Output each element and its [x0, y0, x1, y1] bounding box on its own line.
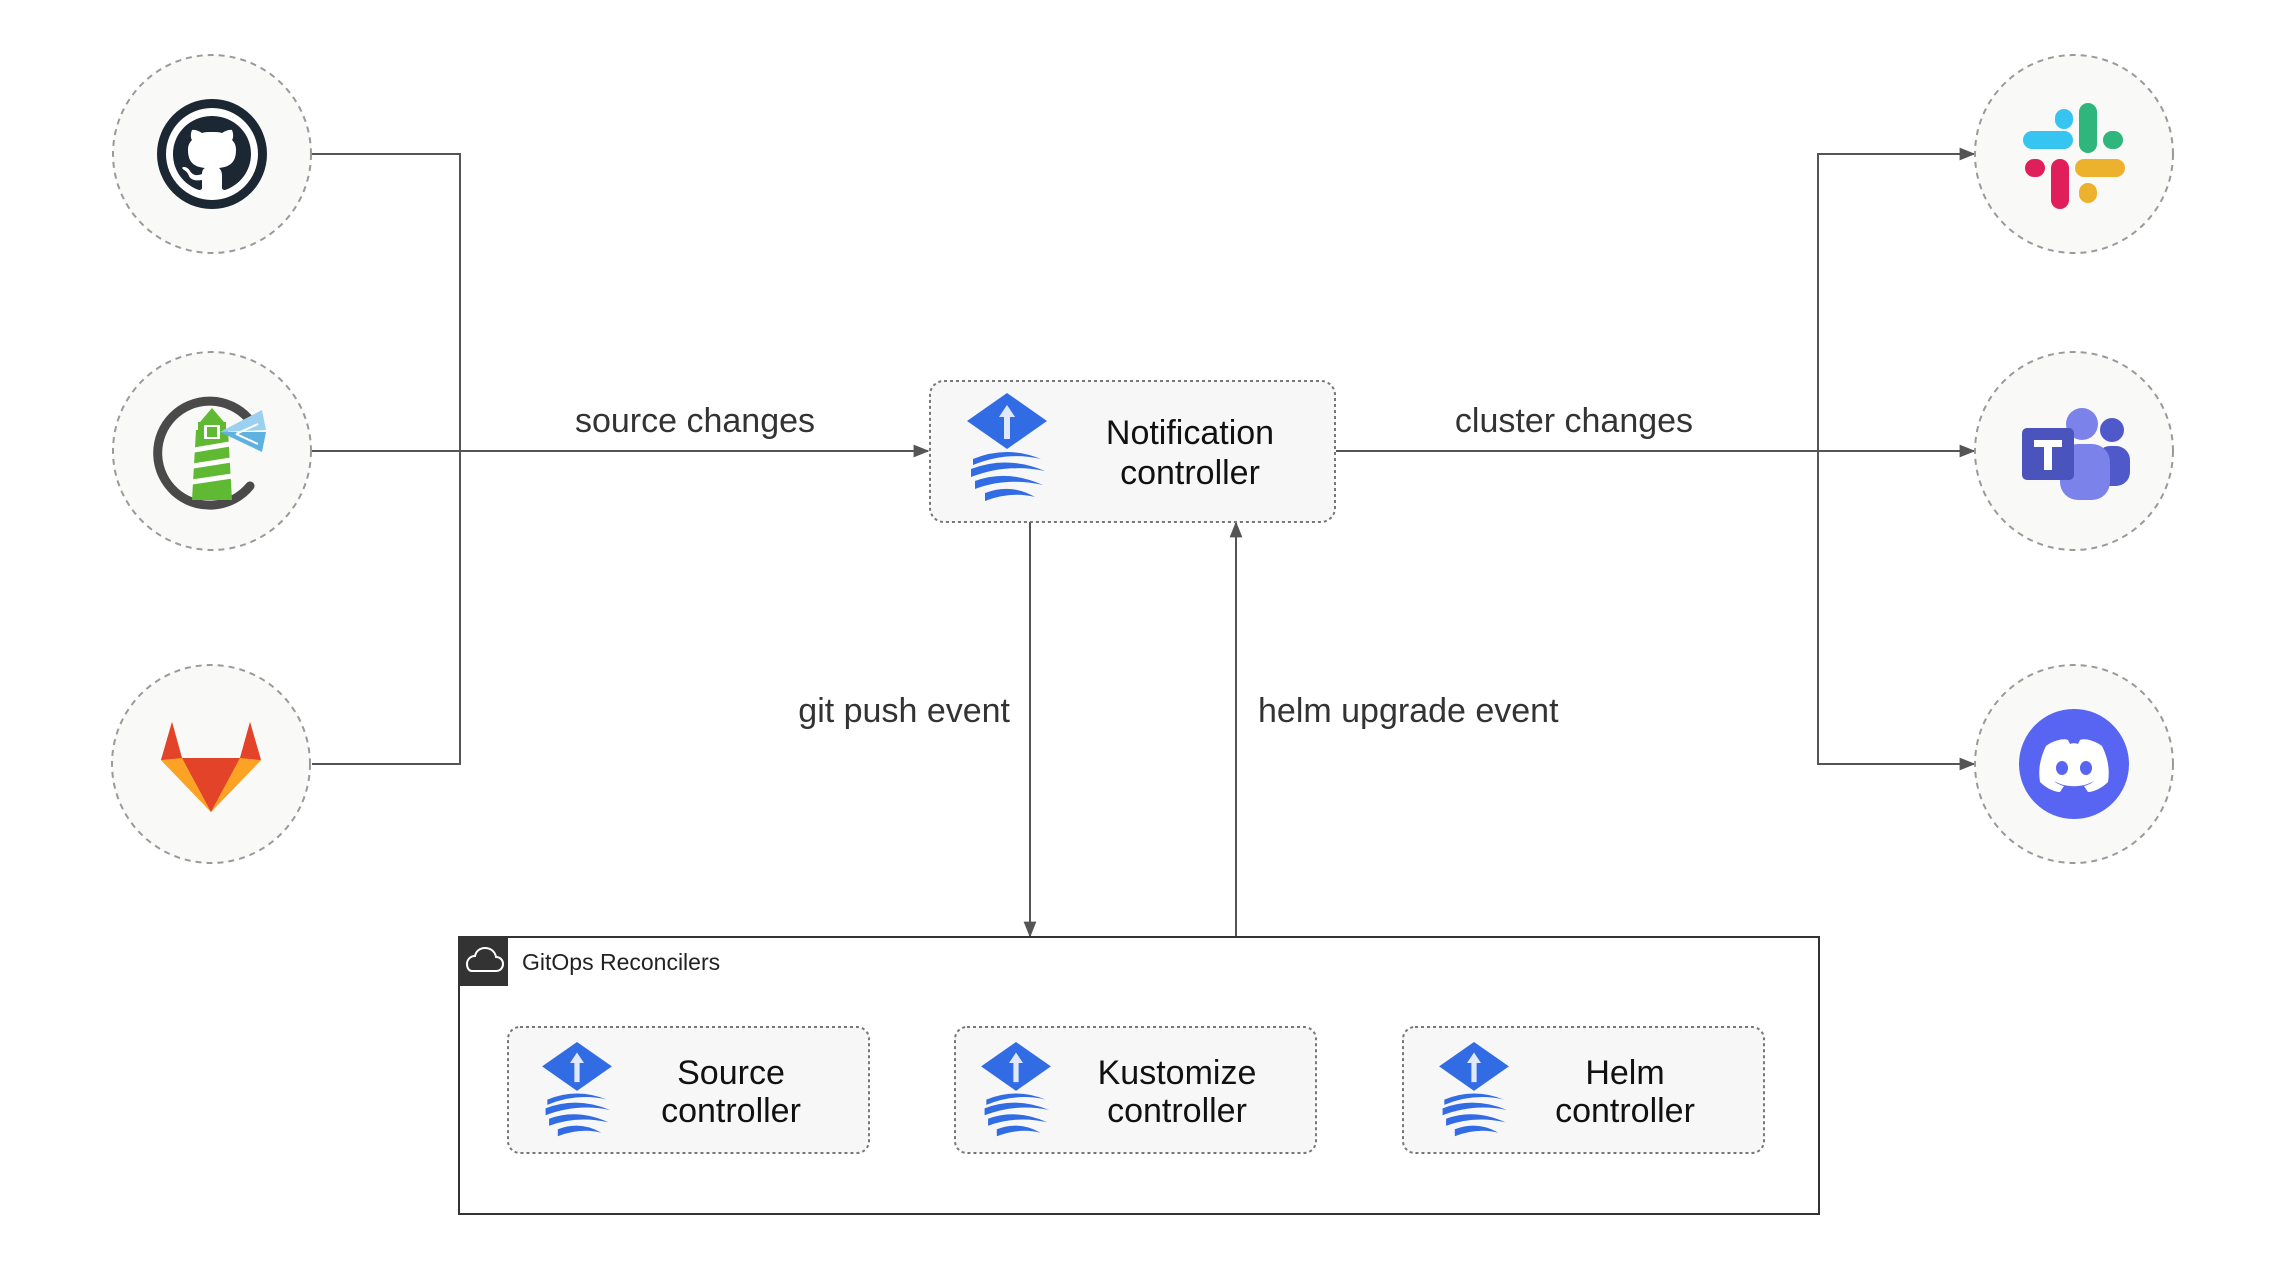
notification-controller-label-line2: controller [1120, 454, 1260, 492]
group-label: GitOps Reconcilers [522, 949, 720, 975]
harbor-icon [153, 396, 266, 510]
gitlab-connector [312, 451, 461, 765]
slack-icon [2023, 103, 2125, 209]
source-controller-label-line2: controller [661, 1092, 801, 1130]
notification-controller-node: Notification controller [929, 380, 1336, 523]
git-push-event-label: git push event [798, 692, 1010, 730]
cluster-changes-label: cluster changes [1455, 402, 1693, 440]
cloud-icon [465, 946, 505, 972]
discord-icon [2019, 709, 2129, 819]
kustomize-controller-node: Kustomize controller [954, 1026, 1317, 1154]
source-controller-node: Source controller [507, 1026, 870, 1154]
github-icon [157, 99, 267, 209]
destination-slack [1974, 54, 2174, 254]
kustomize-controller-label-line1: Kustomize [1098, 1054, 1257, 1092]
source-changes-label: source changes [575, 402, 815, 440]
github-connector [312, 153, 461, 451]
slack-connector [1817, 147, 1976, 451]
source-gitlab [111, 664, 311, 864]
kustomize-controller-label-line2: controller [1107, 1092, 1247, 1130]
gitlab-icon [161, 722, 261, 812]
helm-controller-label-line2: controller [1555, 1092, 1695, 1130]
helm-upgrade-event-label: helm upgrade event [1258, 692, 1559, 730]
source-harbor [112, 351, 312, 551]
helm-controller-node: Helm controller [1402, 1026, 1765, 1154]
microsoft-teams-icon [2022, 408, 2130, 500]
source-controller-label-line1: Source [677, 1054, 785, 1092]
notification-controller-label-line1: Notification [1106, 414, 1274, 452]
destination-discord [1974, 664, 2174, 864]
discord-connector [1817, 451, 1976, 771]
connectors [312, 147, 1976, 1097]
source-github [112, 54, 312, 254]
helm-controller-label-line1: Helm [1585, 1054, 1664, 1092]
destination-teams [1974, 351, 2174, 551]
